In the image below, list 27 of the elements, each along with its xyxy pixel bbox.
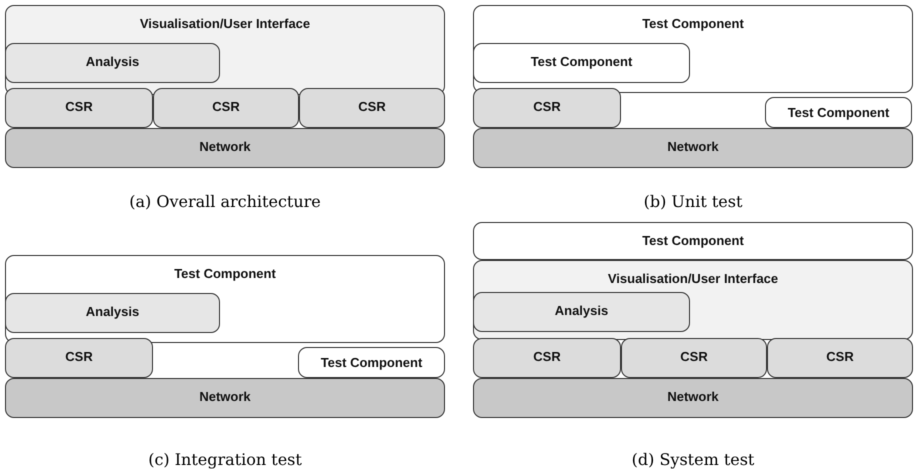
figure-caption: (c) Integration test (148, 450, 302, 469)
csr-layer: CSR (5, 88, 153, 128)
csr-layer: CSR (473, 88, 621, 128)
interface-layer: Visualisation/User Interface Analysis (473, 260, 913, 340)
network-layer: Network (473, 128, 913, 168)
test-component-box: Test Component Analysis (5, 255, 445, 343)
csr-layer: CSR (153, 88, 299, 128)
figure-caption: (d) System test (632, 450, 754, 469)
csr-layer: CSR (621, 338, 767, 378)
csr-layer: CSR (767, 338, 913, 378)
analysis-layer: Analysis (473, 292, 690, 332)
figure-caption: (a) Overall architecture (129, 192, 321, 211)
test-component-box: Test Component (298, 347, 445, 378)
test-component-box: Test Component (765, 97, 912, 128)
test-component-box: Test Component Test Component (473, 5, 913, 93)
analysis-layer: Analysis (5, 293, 220, 333)
csr-layer: CSR (473, 338, 621, 378)
network-layer: Network (5, 378, 445, 418)
network-layer: Network (5, 128, 445, 168)
network-layer: Network (473, 378, 913, 418)
interface-layer: Visualisation/User Interface Analysis (5, 5, 445, 95)
test-component-box: Test Component (473, 43, 690, 83)
figure-caption: (b) Unit test (644, 192, 742, 211)
analysis-layer: Analysis (5, 43, 220, 83)
csr-layer: CSR (5, 338, 153, 378)
test-component-box: Test Component (473, 222, 913, 260)
csr-layer: CSR (299, 88, 445, 128)
